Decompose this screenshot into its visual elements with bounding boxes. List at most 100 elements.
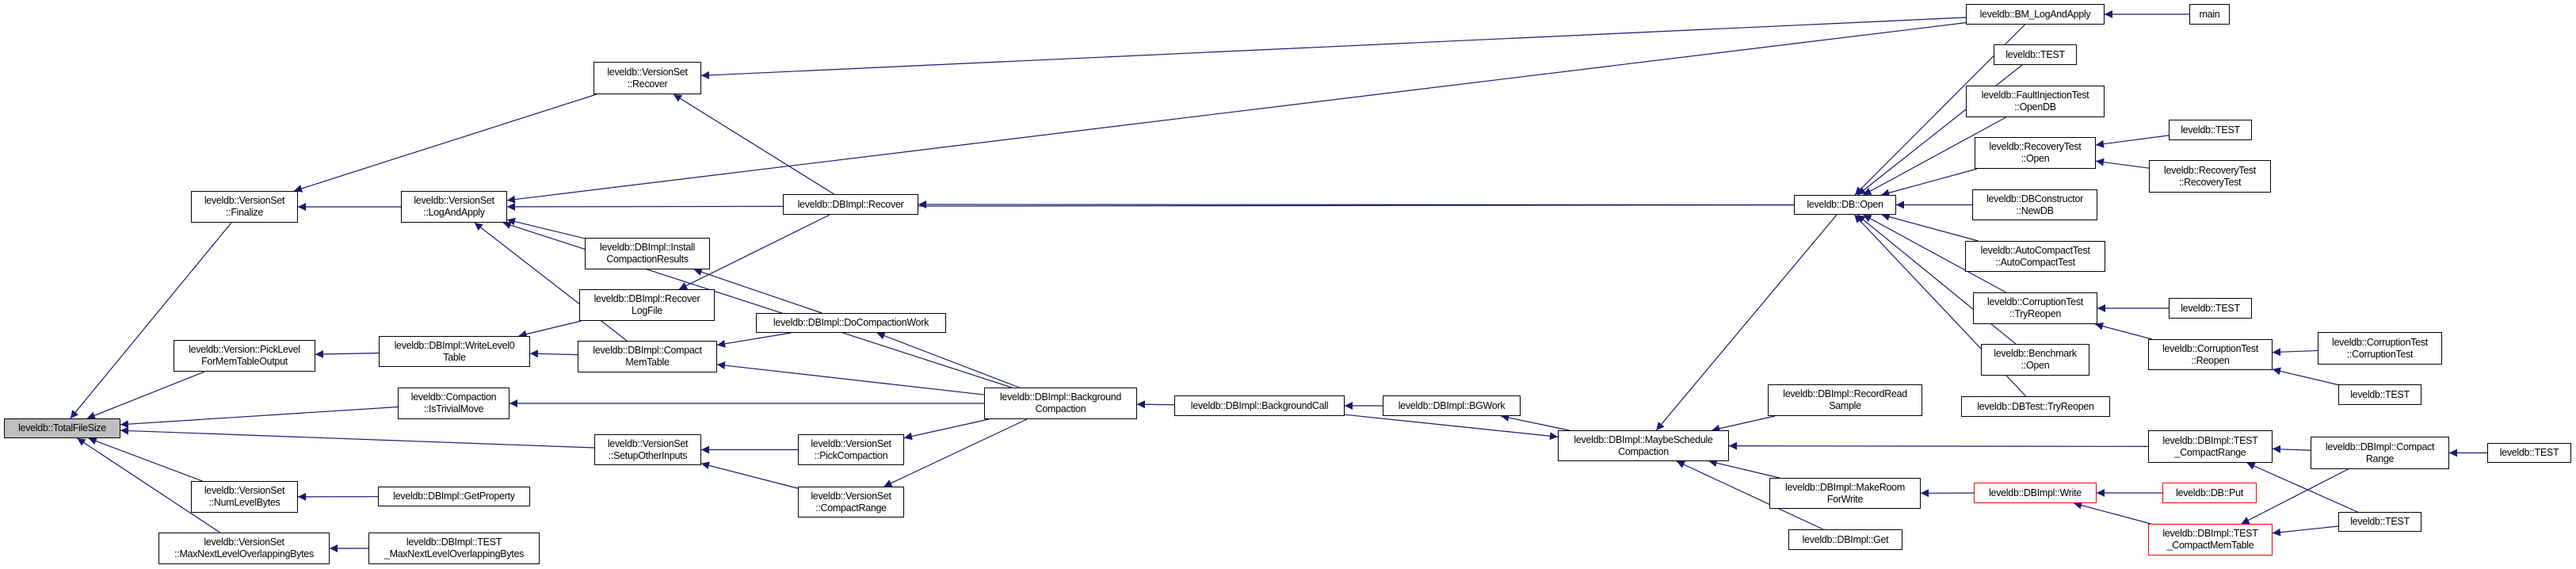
node-corr-try-reopen[interactable]: leveldb::CorruptionTest::TryReopen bbox=[1973, 292, 2097, 324]
node-label: leveldb::Version::PickLevel bbox=[189, 344, 300, 355]
edge-vscompact-range-to-setup-other-inputs bbox=[700, 461, 799, 489]
node-corr-corruption-test[interactable]: leveldb::CorruptionTest::CorruptionTest bbox=[2318, 332, 2442, 365]
edge-pick-level-to-total-file-size bbox=[86, 371, 205, 419]
node-label: leveldb::DBImpl::TEST bbox=[406, 537, 502, 548]
node-label: leveldb::VersionSet bbox=[811, 437, 891, 449]
node-get-property[interactable]: leveldb::DBImpl::GetProperty bbox=[378, 487, 530, 506]
node-put[interactable]: leveldb::DB::Put bbox=[2162, 483, 2257, 503]
edge-finalize-to-total-file-size bbox=[70, 222, 232, 419]
node-get[interactable]: leveldb::DBImpl::Get bbox=[1788, 529, 1902, 550]
node-write[interactable]: leveldb::DBImpl::Write bbox=[1974, 483, 2097, 503]
node-label: ::Open bbox=[2021, 360, 2050, 371]
node-label: Compaction bbox=[1035, 403, 1086, 414]
node-new-db[interactable]: leveldb::DBConstructor::NewDB bbox=[1972, 189, 2097, 220]
node-label: leveldb::DB::Put bbox=[2176, 487, 2243, 498]
edge-bgcompaction-to-pick-compaction bbox=[903, 418, 990, 441]
edge-impl-compact-range-to-test-compact-range bbox=[2272, 445, 2311, 453]
node-bgcall[interactable]: leveldb::DBImpl::BackgroundCall bbox=[1174, 395, 1345, 416]
edge-bgcompaction-to-do-compaction-work bbox=[876, 331, 1020, 388]
node-rec-recovery-test[interactable]: leveldb::RecoveryTest::RecoveryTest bbox=[2149, 160, 2271, 193]
node-label: leveldb::CorruptionTest bbox=[2162, 342, 2258, 354]
node-bmlog-and-apply[interactable]: leveldb::BM_LogAndApply bbox=[1966, 4, 2105, 25]
edge-corr-corruption-test-to-corr-reopen bbox=[2272, 348, 2318, 357]
node-setup-other-inputs[interactable]: leveldb::VersionSet::SetupOtherInputs bbox=[594, 434, 701, 465]
edge-is-trivial-move-to-total-file-size bbox=[120, 406, 399, 429]
node-label: leveldb::VersionSet bbox=[414, 195, 494, 206]
edge-setup-other-inputs-to-total-file-size bbox=[120, 426, 595, 449]
node-label: leveldb::VersionSet bbox=[204, 537, 284, 548]
node-label: ::IsTrivialMove bbox=[423, 403, 484, 414]
node-label: ::OpenDB bbox=[2014, 101, 2056, 113]
node-label: CompactionResults bbox=[606, 254, 689, 265]
node-label: leveldb::CorruptionTest bbox=[1987, 296, 2083, 307]
node-test1[interactable]: leveldb::TEST bbox=[1994, 44, 2077, 65]
node-is-trivial-move[interactable]: leveldb::Compaction::IsTrivialMove bbox=[398, 388, 509, 419]
node-rec-open[interactable]: leveldb::RecoveryTest::Open bbox=[1975, 137, 2096, 169]
node-label: leveldb::DBImpl::WriteLevel0 bbox=[394, 339, 515, 351]
node-label: ::LogAndApply bbox=[423, 207, 485, 218]
node-dbimpl-recover[interactable]: leveldb::DBImpl::Recover bbox=[783, 194, 918, 215]
edge-test-compact-range-to-maybe-schedule bbox=[1728, 441, 2149, 450]
node-vsrecover[interactable]: leveldb::VersionSet::Recover bbox=[593, 62, 701, 94]
node-finalize[interactable]: leveldb::VersionSet::Finalize bbox=[191, 191, 298, 223]
node-main[interactable]: main bbox=[2189, 4, 2230, 25]
edge-write-level0-to-pick-level bbox=[315, 349, 380, 358]
node-label: leveldb::DBImpl::MaybeSchedule bbox=[1574, 433, 1713, 445]
edge-make-room-to-maybe-schedule bbox=[1708, 459, 1780, 479]
node-label: leveldb::TEST bbox=[2499, 447, 2559, 458]
node-test6[interactable]: leveldb::TEST bbox=[2338, 512, 2421, 532]
node-bgwork[interactable]: leveldb::DBImpl::BGWork bbox=[1383, 395, 1521, 416]
node-label: leveldb::FaultInjectionTest bbox=[1981, 90, 2089, 101]
node-test2[interactable]: leveldb::TEST bbox=[2169, 120, 2252, 140]
node-fault-open-db[interactable]: leveldb::FaultInjectionTest::OpenDB bbox=[1966, 86, 2105, 117]
node-log-and-apply[interactable]: leveldb::VersionSet::LogAndApply bbox=[401, 191, 507, 223]
node-test-compact-mem-table[interactable]: leveldb::DBImpl::TEST_CompactMemTable bbox=[2148, 524, 2273, 556]
node-label: leveldb::TEST bbox=[2005, 48, 2065, 60]
node-label: leveldb::TEST bbox=[2350, 388, 2410, 400]
node-test-max-next[interactable]: leveldb::DBImpl::TEST_MaxNextLevelOverla… bbox=[368, 533, 540, 564]
node-bench-open[interactable]: leveldb::Benchmark::Open bbox=[1981, 344, 2089, 376]
node-label: ::CorruptionTest bbox=[2346, 348, 2414, 360]
node-label: ::Finalize bbox=[225, 207, 264, 218]
edge-fault-open-db-to-dbopen bbox=[1863, 116, 2007, 196]
edge-do-compaction-work-to-compact-mem-table bbox=[716, 332, 792, 348]
node-do-compaction-work[interactable]: leveldb::DBImpl::DoCompactionWork bbox=[756, 313, 946, 333]
node-num-level-bytes[interactable]: leveldb::VersionSet::NumLevelBytes bbox=[191, 481, 298, 513]
node-label: leveldb::DBImpl::BGWork bbox=[1398, 399, 1506, 411]
node-label: leveldb::VersionSet bbox=[811, 490, 891, 502]
node-dbtest-try-reopen[interactable]: leveldb::DBTest::TryReopen bbox=[1961, 396, 2110, 417]
node-vscompact-range[interactable]: leveldb::VersionSet::CompactRange bbox=[798, 487, 904, 517]
node-max-next[interactable]: leveldb::VersionSet::MaxNextLevelOverlap… bbox=[158, 533, 330, 564]
node-auto-compact[interactable]: leveldb::AutoCompactTest::AutoCompactTes… bbox=[1965, 241, 2105, 272]
edge-auto-compact-to-dbopen bbox=[1881, 212, 1979, 242]
node-label: leveldb::DBImpl::TEST bbox=[2162, 434, 2258, 446]
node-test5[interactable]: leveldb::TEST bbox=[2487, 443, 2571, 463]
node-dbopen[interactable]: leveldb::DB::Open bbox=[1794, 195, 1896, 215]
node-label: LogFile bbox=[632, 305, 662, 316]
node-test4[interactable]: leveldb::TEST bbox=[2338, 384, 2421, 405]
node-label: leveldb::DBImpl::Get bbox=[1802, 533, 1889, 545]
node-label: _CompactMemTable bbox=[2166, 540, 2254, 551]
node-label: leveldb::DBImpl::MakeRoom bbox=[1785, 481, 1905, 493]
edge-bgcall-to-bgcompaction bbox=[1136, 400, 1175, 409]
node-test3[interactable]: leveldb::TEST bbox=[2169, 298, 2252, 319]
node-pick-compaction[interactable]: leveldb::VersionSet::PickCompaction bbox=[798, 434, 904, 465]
edge-do-compaction-work-to-install bbox=[693, 268, 822, 314]
node-test-compact-range[interactable]: leveldb::DBImpl::TEST_CompactRange bbox=[2148, 430, 2273, 463]
node-label: leveldb::DBConstructor bbox=[1986, 193, 2083, 204]
node-label: leveldb::VersionSet bbox=[204, 195, 285, 206]
edge-rec-open-to-dbopen bbox=[1881, 168, 1978, 197]
node-corr-reopen[interactable]: leveldb::CorruptionTest::Reopen bbox=[2148, 339, 2273, 370]
node-label: _CompactRange bbox=[2174, 446, 2246, 458]
node-label: ::Reopen bbox=[2191, 354, 2230, 366]
